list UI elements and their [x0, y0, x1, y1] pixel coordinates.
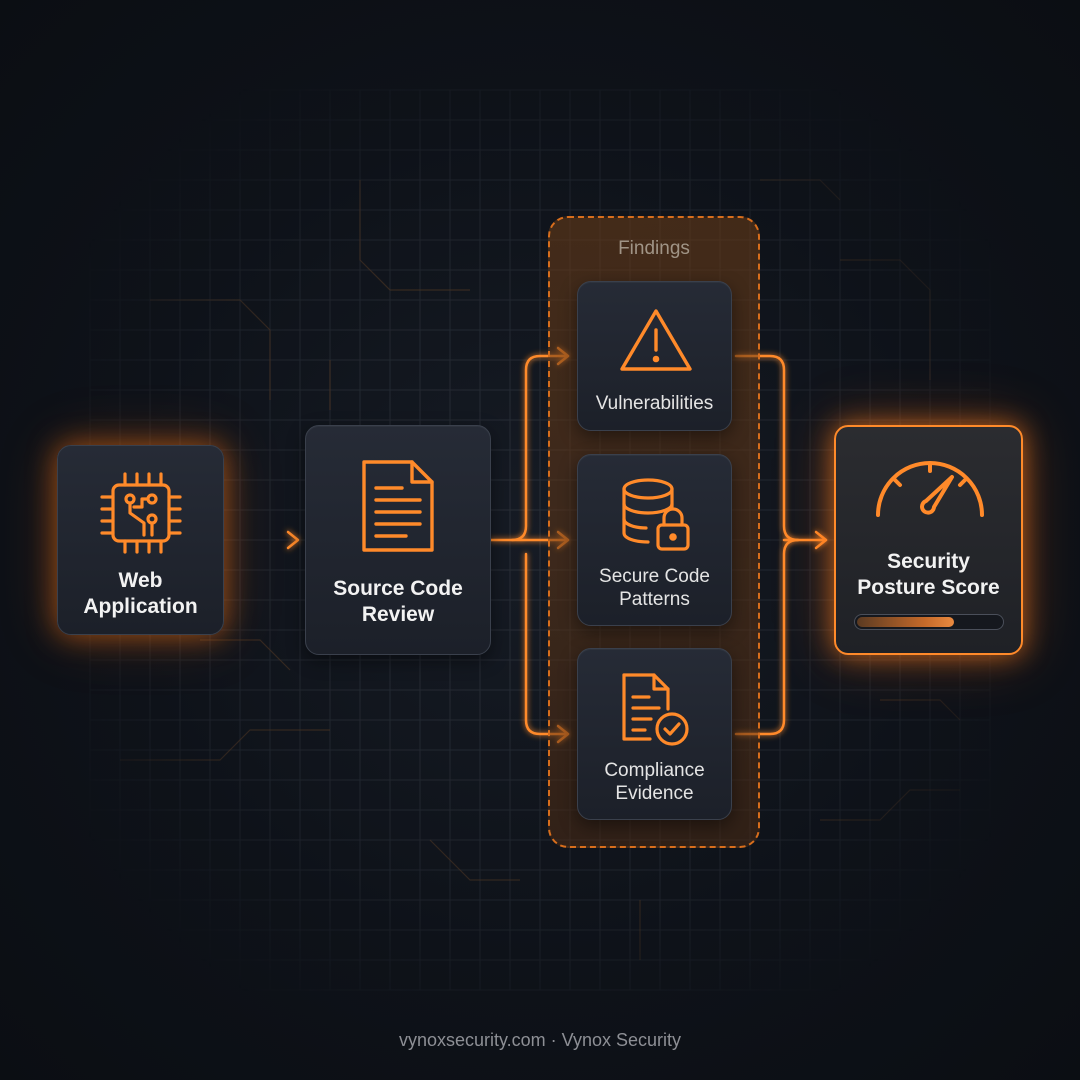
database-lock-icon	[622, 478, 690, 551]
connector-review-to-compliance	[524, 552, 570, 736]
node-security-posture-score: Security Posture Score	[834, 425, 1023, 655]
node-vulnerabilities: Vulnerabilities	[577, 281, 732, 431]
document-check-icon	[622, 673, 689, 746]
node-security-posture-score-label: Security Posture Score	[857, 550, 1000, 599]
document-icon	[362, 460, 434, 552]
score-progress-bar	[854, 614, 1004, 630]
node-source-code-review-label: Source Code Review	[333, 577, 463, 626]
node-vulnerabilities-label: Vulnerabilities	[595, 393, 714, 414]
connector-vulnerabilities-to-score	[734, 354, 800, 542]
arrowhead-score	[814, 530, 828, 550]
score-progress-fill	[857, 617, 954, 627]
findings-group-title: Findings	[618, 238, 690, 259]
arrowhead-review	[286, 530, 300, 550]
circuit-chip-icon	[100, 472, 182, 554]
node-secure-code-patterns-label: Secure Code Patterns	[599, 566, 710, 610]
gauge-icon	[876, 461, 984, 517]
warning-triangle-icon	[620, 309, 692, 371]
footer-credit: vynoxsecurity.com · Vynox Security	[398, 1030, 682, 1050]
node-source-code-review: Source Code Review	[305, 425, 491, 655]
connector-compliance-to-score	[734, 538, 800, 736]
node-web-application-label: Web Application	[83, 569, 198, 618]
node-compliance-evidence-label: Compliance Evidence	[604, 760, 705, 804]
node-secure-code-patterns: Secure Code Patterns	[577, 454, 732, 626]
node-web-application: Web Application	[57, 445, 224, 635]
node-compliance-evidence: Compliance Evidence	[577, 648, 732, 820]
